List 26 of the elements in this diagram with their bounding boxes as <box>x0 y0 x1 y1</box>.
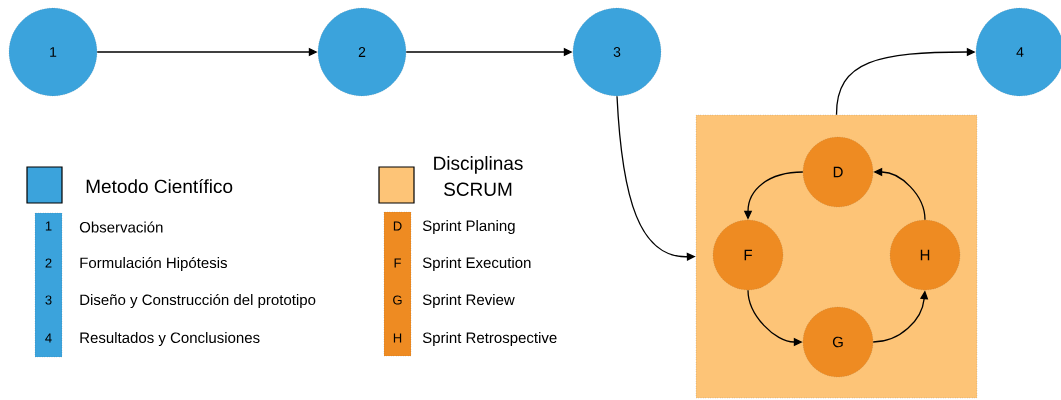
key-code: 1 <box>45 221 52 231</box>
legend-label: Metodo Científico <box>86 178 233 194</box>
key-code: H <box>393 333 402 343</box>
key-code: 2 <box>45 258 52 268</box>
key-label: Formulación Hipótesis <box>80 256 227 272</box>
key-label: Diseño y Construcción del prototipo <box>80 293 316 309</box>
key-label: Sprint Execution <box>422 257 531 271</box>
key-code: D <box>393 221 402 231</box>
circle-node: 2 <box>317 7 407 97</box>
key-label: Observación <box>79 221 163 233</box>
circle-node: G <box>802 306 874 378</box>
key-label: Sprint Planing <box>422 220 515 234</box>
key-code: F <box>394 258 401 268</box>
circle-node: 3 <box>572 7 662 97</box>
circle-node: F <box>712 219 784 291</box>
key-label: Sprint Retrospective <box>422 332 557 346</box>
circle-node: D <box>802 136 874 208</box>
key-code: G <box>393 295 402 305</box>
key-label: Resultados y Conclusiones <box>80 332 260 346</box>
legend-label: Disciplinas SCRUM <box>434 156 523 196</box>
circle-node: 1 <box>8 7 98 97</box>
circle-node: H <box>889 219 961 291</box>
circle-node: 4 <box>975 7 1061 97</box>
key-code: 4 <box>45 333 52 343</box>
key-label: Sprint Review <box>422 294 515 308</box>
key-code: 3 <box>45 295 52 305</box>
